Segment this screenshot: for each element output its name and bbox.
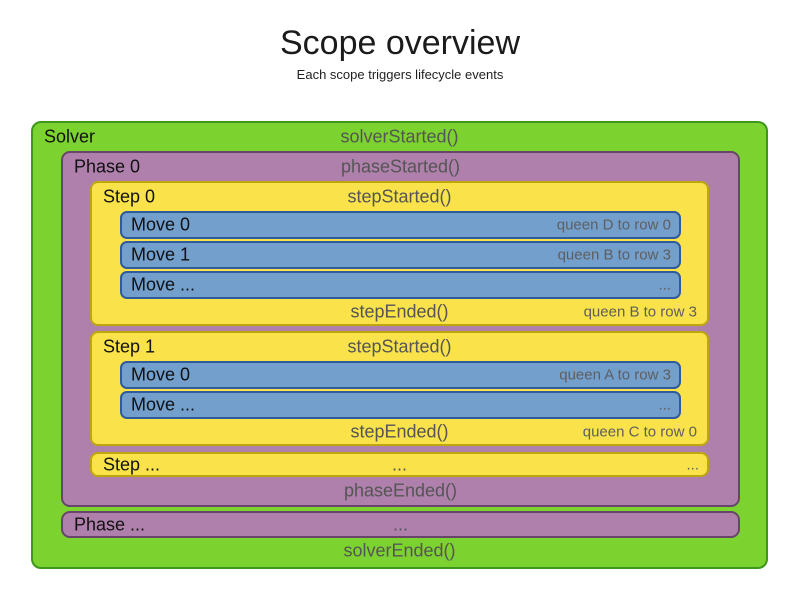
step-more-right-ellipsis: ... <box>686 456 699 473</box>
phase-more-scope-box: Phase ... ... <box>61 511 740 538</box>
solver-ended-event: solverEnded() <box>343 540 456 561</box>
solver-scope-box: Solver solverStarted() Phase 0 phaseStar… <box>31 121 768 569</box>
phase-ended-event: phaseEnded() <box>343 480 458 501</box>
phase-more-label: Phase ... <box>74 514 146 534</box>
step-0-label: Step 0 <box>103 186 156 207</box>
step-1-header-row: Step 1 stepStarted() <box>92 333 707 361</box>
step-more-center-ellipsis: ... <box>391 454 407 474</box>
move-row: Move 0 queen A to row 3 <box>120 361 681 389</box>
move-note: ... <box>658 396 671 414</box>
move-note: queen B to row 3 <box>557 246 671 264</box>
move-label: Move ... <box>131 394 196 415</box>
phase-0-label: Phase 0 <box>74 156 141 177</box>
move-row: Move ... ... <box>120 271 681 299</box>
move-label: Move ... <box>131 274 196 295</box>
move-label: Move 1 <box>131 244 191 265</box>
step-0-scope-box: Step 0 stepStarted() Move 0 queen D to r… <box>90 181 709 326</box>
solver-started-event: solverStarted() <box>340 126 459 147</box>
step-0-header-row: Step 0 stepStarted() <box>92 183 707 211</box>
move-note: queen A to row 3 <box>559 366 671 384</box>
step-1-started-event: stepStarted() <box>347 336 452 357</box>
move-label: Move 0 <box>131 214 191 235</box>
step-1-scope-box: Step 1 stepStarted() Move 0 queen A to r… <box>90 331 709 446</box>
step-more-label: Step ... <box>103 454 161 474</box>
step-0-ended-event: stepEnded() <box>350 301 449 321</box>
step-0-footer-row: stepEnded() queen B to row 3 <box>92 300 707 323</box>
move-note: queen D to row 0 <box>556 216 671 234</box>
phase-0-header-row: Phase 0 phaseStarted() <box>63 153 738 181</box>
move-note: ... <box>658 276 671 294</box>
step-0-ended-note: queen B to row 3 <box>583 303 697 320</box>
phase-more-center-ellipsis: ... <box>392 514 408 534</box>
move-row: Move 0 queen D to row 0 <box>120 211 681 239</box>
phase-0-footer-row: phaseEnded() <box>63 479 738 503</box>
phase-more-row: Phase ... ... <box>63 513 738 536</box>
diagram-subtitle: Each scope triggers lifecycle events <box>296 67 504 82</box>
step-more-scope-box: Step ... ... ... <box>90 452 709 477</box>
step-1-ended-note: queen C to row 0 <box>582 423 697 440</box>
step-0-started-event: stepStarted() <box>347 186 452 207</box>
step-1-ended-event: stepEnded() <box>350 421 449 441</box>
move-row: Move 1 queen B to row 3 <box>120 241 681 269</box>
diagram-title: Scope overview <box>279 24 520 62</box>
step-1-footer-row: stepEnded() queen C to row 0 <box>92 420 707 443</box>
move-label: Move 0 <box>131 364 191 385</box>
solver-label: Solver <box>44 126 96 147</box>
solver-header-row: Solver solverStarted() <box>33 123 766 151</box>
move-row: Move ... ... <box>120 391 681 419</box>
step-more-row: Step ... ... ... <box>92 454 707 475</box>
phase-started-event: phaseStarted() <box>340 156 461 177</box>
solver-footer-row: solverEnded() <box>33 538 766 564</box>
step-1-label: Step 1 <box>103 336 156 357</box>
phase-0-scope-box: Phase 0 phaseStarted() Step 0 stepStarte… <box>61 151 740 507</box>
